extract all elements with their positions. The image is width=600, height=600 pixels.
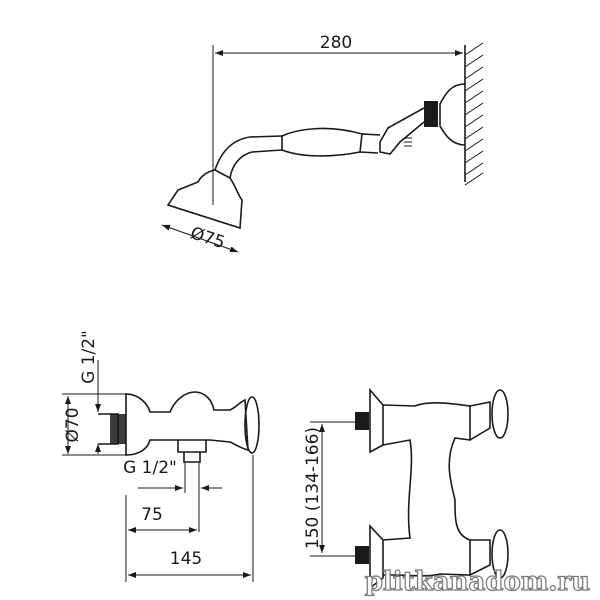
outlet-connector	[177, 440, 207, 463]
neck	[214, 135, 283, 179]
watermark: plitkanadom.ru	[365, 567, 590, 597]
mixer-front-view: 150 (134-166)	[303, 387, 509, 590]
inlet-thread	[110, 414, 126, 444]
mixer-side-view: Ø70 G 1/2" G 1/2" 75 145	[62, 330, 260, 582]
hose-nut	[424, 101, 438, 127]
inlet-bottom	[355, 546, 369, 564]
handle-cross	[244, 396, 260, 454]
handle-top	[491, 389, 509, 439]
holder-arm	[379, 107, 425, 155]
dim-line-75	[161, 224, 239, 253]
handle-bottom	[491, 529, 509, 579]
dim-145-label: 145	[170, 549, 202, 569]
dim-75-label: 75	[141, 505, 163, 525]
dim-flange-diameter-label: Ø70	[63, 407, 83, 442]
mixer-body-front	[382, 402, 471, 577]
dim-280-label: 280	[320, 33, 352, 53]
handle	[281, 127, 381, 157]
head-face	[167, 204, 241, 229]
handshower-view: 280 Ø75	[161, 33, 484, 253]
inlet-top	[355, 412, 369, 430]
dim-inlet-thread-label: G 1/2"	[79, 330, 99, 384]
dim-head-diameter-label: Ø75	[188, 223, 227, 253]
hose-spring	[404, 137, 412, 147]
wall	[464, 42, 484, 186]
dim-outlet-thread-label: G 1/2"	[123, 458, 177, 478]
mixer-body	[125, 391, 249, 456]
wall-flange	[439, 83, 466, 146]
dim-spacing-label: 150 (134-166)	[303, 427, 323, 549]
flanges	[369, 387, 384, 590]
shower-head	[166, 169, 243, 230]
